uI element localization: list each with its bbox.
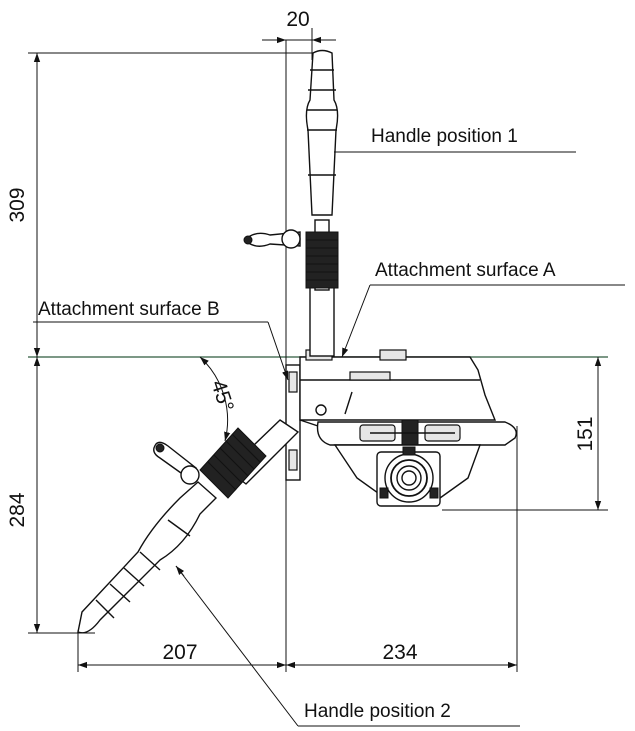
dim-left-height-lower: 284 [6,492,29,527]
dim-angle: 45° [206,377,238,414]
label-handle-position-2: Handle position 2 [304,701,451,722]
label-attachment-surface-a: Attachment surface A [375,260,556,281]
label-handle-position-1: Handle position 1 [371,126,518,147]
dim-bottom-right-width: 234 [382,641,417,664]
dimension-texts: 20 309 284 151 207 234 45° [6,8,597,664]
dim-bottom-left-width: 207 [162,641,197,664]
handle-vertical [243,49,339,357]
label-attachment-surface-b: Attachment surface B [38,299,220,320]
dim-top-offset: 20 [286,8,309,31]
handle-diagonal [77,419,300,634]
dim-left-height-upper: 309 [6,187,29,222]
device-body [285,349,517,507]
labels: Handle position 1 Attachment surface A A… [33,126,625,727]
dim-right-height: 151 [574,416,597,451]
